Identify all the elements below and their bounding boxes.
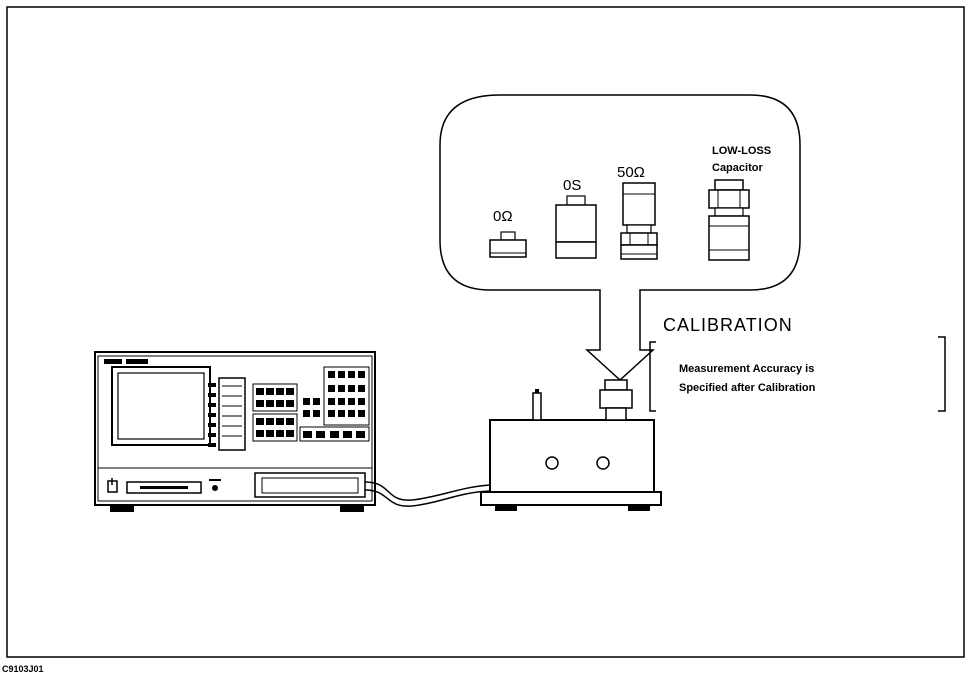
- note-line2: Specified after Calibration: [679, 382, 816, 394]
- low-loss-label-line1: LOW-LOSS: [712, 145, 771, 157]
- note-line1: Measurement Accuracy is: [679, 363, 814, 375]
- calibration-label: CALIBRATION: [663, 315, 793, 335]
- keypad-left: [256, 388, 294, 437]
- calibration-standards-bubble: [439, 94, 801, 382]
- zero-s-label: 0S: [563, 177, 581, 194]
- figure-frame: [6, 6, 965, 658]
- connection-cable: [364, 481, 491, 507]
- calibration-note: Measurement Accuracy is Specified after …: [649, 336, 946, 412]
- zero-ohm-label: 0Ω: [493, 208, 513, 225]
- figure-id: C9103J01: [2, 664, 44, 674]
- fifty-ohm-label: 50Ω: [617, 164, 645, 181]
- fixture-terminal: [599, 379, 633, 421]
- test-fixture: [480, 379, 662, 511]
- impedance-analyzer: [94, 351, 376, 512]
- floppy-drive: [126, 481, 202, 494]
- softkey-column: [208, 383, 216, 447]
- keypad-right: [303, 371, 365, 438]
- fifty-ohm-standard: 50Ω: [617, 164, 658, 260]
- zero-ohm-standard: 0Ω: [489, 208, 527, 258]
- low-loss-label-line2: Capacitor: [712, 162, 763, 174]
- low-loss-capacitor-standard: LOW-LOSS Capacitor: [708, 145, 771, 261]
- zero-siemens-standard: 0S: [555, 177, 597, 259]
- power-switch-icon: [107, 478, 118, 493]
